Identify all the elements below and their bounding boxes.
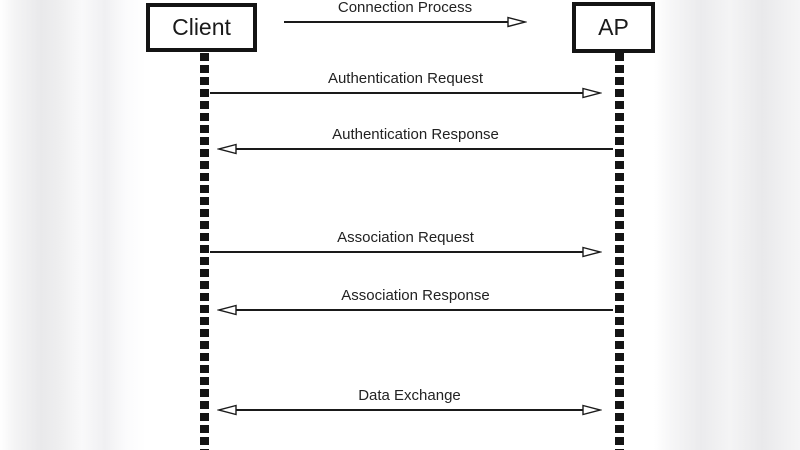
background-blur-left [0,0,146,450]
message-association-request: Association Request [209,230,602,258]
message-arrow [209,246,602,258]
message-arrow [217,304,614,316]
message-arrow [217,143,614,155]
message-arrow [209,87,602,99]
message-label: Association Response [341,287,490,304]
message-connection-process: Connection Process [283,0,527,28]
message-label: Data Exchange [358,387,461,404]
message-label: Connection Process [337,0,473,16]
lifeline-client [200,53,209,450]
message-label: Association Request [337,229,474,246]
message-data-exchange: Data Exchange [217,388,602,416]
actor-box-ap: AP [572,2,655,53]
message-authentication-request: Authentication Request [209,71,602,99]
lifeline-ap [615,53,624,450]
actor-label-client: Client [172,14,231,40]
message-association-response: Association Response [217,288,614,316]
message-authentication-response: Authentication Response [217,127,614,155]
actor-box-client: Client [146,3,257,52]
message-arrow [283,16,527,28]
background-blur-right [654,0,800,450]
message-label: Authentication Request [327,70,484,87]
message-arrow [217,404,602,416]
actor-label-ap: AP [598,14,629,40]
message-label: Authentication Response [332,126,499,143]
